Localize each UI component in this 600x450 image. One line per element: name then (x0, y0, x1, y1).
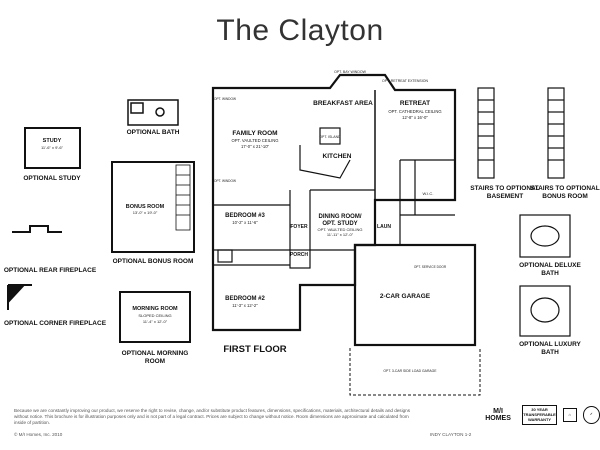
label-laundry: LAUN (377, 224, 391, 230)
seal-icon: ✓ (582, 406, 600, 424)
plan-code: INDY CLAYTON 1-2 (430, 432, 472, 437)
optional-bath-outline (127, 99, 179, 126)
mi-homes-logo: M/I HOMES (485, 408, 511, 422)
deluxe-bath-outline (519, 214, 571, 258)
svg-text:OPT. 3-CAR SIDE LOAD GARAGE: OPT. 3-CAR SIDE LOAD GARAGE (383, 369, 437, 373)
caption-luxury-bath: OPTIONAL LUXURY (519, 341, 581, 348)
svg-text:BATH: BATH (541, 270, 559, 277)
label-bedroom-3: BEDROOM #3 (225, 213, 265, 219)
bonus-room-outline (111, 161, 195, 253)
svg-text:11'-4" x 12'-0": 11'-4" x 12'-0" (143, 319, 168, 324)
study-outline (24, 127, 81, 169)
caption-stairs-bonus: STAIRS TO OPTIONAL (530, 185, 599, 192)
warranty-badge: 30 YEAR TRANSFERABLE WARRANTY (522, 405, 557, 425)
svg-text:17'-0" x 21'-10": 17'-0" x 21'-10" (241, 144, 270, 149)
caption-optional-bonus: OPTIONAL BONUS ROOM (113, 258, 194, 265)
label-porch: PORCH (290, 252, 308, 258)
caption-optional-bath: OPTIONAL BATH (127, 129, 180, 136)
caption-optional-study: OPTIONAL STUDY (23, 175, 81, 182)
garage-outline (353, 243, 477, 347)
label-wic: W.I.C. (423, 191, 434, 196)
label-retreat: RETREAT (400, 100, 430, 107)
svg-text:BASEMENT: BASEMENT (487, 193, 524, 200)
label-kitchen: KITCHEN (323, 153, 352, 160)
label-garage: 2-CAR GARAGE (380, 293, 431, 300)
label-foyer: FOYER (290, 224, 308, 230)
svg-text:OPT. BAY WINDOW: OPT. BAY WINDOW (334, 70, 366, 74)
svg-text:OPT. STUDY: OPT. STUDY (322, 221, 357, 227)
corner-fireplace-outline (7, 284, 32, 310)
label-morning-room: MORNING ROOM (132, 306, 178, 312)
svg-text:BATH: BATH (541, 349, 559, 356)
label-first-floor: FIRST FLOOR (223, 344, 286, 355)
svg-text:OPT. SERVICE DOOR: OPT. SERVICE DOOR (414, 265, 447, 269)
svg-text:OPT. RETREAT EXTENSION: OPT. RETREAT EXTENSION (382, 79, 428, 83)
morning-room-outline (119, 291, 191, 343)
caption-deluxe-bath: OPTIONAL DELUXE (519, 262, 581, 269)
svg-text:OPT. WINDOW: OPT. WINDOW (214, 97, 236, 101)
label-study: STUDY (43, 138, 62, 144)
svg-text:OPT. CATHEDRAL CEILING: OPT. CATHEDRAL CEILING (388, 109, 441, 114)
svg-text:OPT. ISLAND: OPT. ISLAND (319, 135, 341, 139)
caption-stairs-basement: STAIRS TO OPTIONAL (470, 185, 539, 192)
caption-rear-fireplace: OPTIONAL REAR FIREPLACE (4, 267, 97, 274)
svg-text:12'-8" x 16'-0": 12'-8" x 16'-0" (402, 115, 428, 120)
svg-text:BONUS ROOM: BONUS ROOM (542, 193, 588, 200)
label-family-room: FAMILY ROOM (232, 130, 277, 137)
label-bedroom-2: BEDROOM #2 (225, 296, 265, 302)
luxury-bath-outline (519, 285, 571, 337)
stairs-bonus-outline (547, 87, 565, 179)
page-title: The Clayton (216, 14, 384, 47)
label-bonus-room: BONUS ROOM (126, 204, 165, 210)
rear-fireplace-outline (12, 225, 62, 233)
label-breakfast: BREAKFAST AREA (313, 100, 373, 107)
equal-housing-icon: ⌂ (562, 408, 577, 422)
caption-optional-morning: OPTIONAL MORNING (122, 350, 189, 357)
svg-text:10'-2" x 11'-6": 10'-2" x 11'-6" (232, 220, 258, 225)
svg-text:11'-6" x 9'-6": 11'-6" x 9'-6" (41, 145, 64, 150)
svg-text:11'-11" x 12'-0": 11'-11" x 12'-0" (327, 232, 354, 237)
svg-text:13'-0" x 19'-0": 13'-0" x 19'-0" (133, 210, 158, 215)
disclaimer-text: Because we are constantly improving our … (14, 408, 411, 425)
label-dining: DINING ROOM/ (319, 214, 362, 220)
svg-text:11'-3" x 12'-2": 11'-3" x 12'-2" (232, 303, 258, 308)
svg-text:OPT. WINDOW: OPT. WINDOW (214, 179, 236, 183)
copyright-text: © M/I Homes, Inc. 2010 (14, 432, 63, 437)
svg-text:OPT. VAULTED CEILING: OPT. VAULTED CEILING (318, 227, 363, 232)
stairs-basement-outline (477, 87, 495, 179)
caption-corner-fireplace: OPTIONAL CORNER FIREPLACE (4, 320, 107, 327)
svg-text:OPT. VAULTED CEILING: OPT. VAULTED CEILING (231, 138, 278, 143)
logo-group: M/I HOMES 30 YEAR TRANSFERABLE WARRANTY … (480, 405, 600, 425)
svg-text:ROOM: ROOM (145, 358, 165, 365)
svg-text:SLOPED CEILING: SLOPED CEILING (138, 313, 171, 318)
